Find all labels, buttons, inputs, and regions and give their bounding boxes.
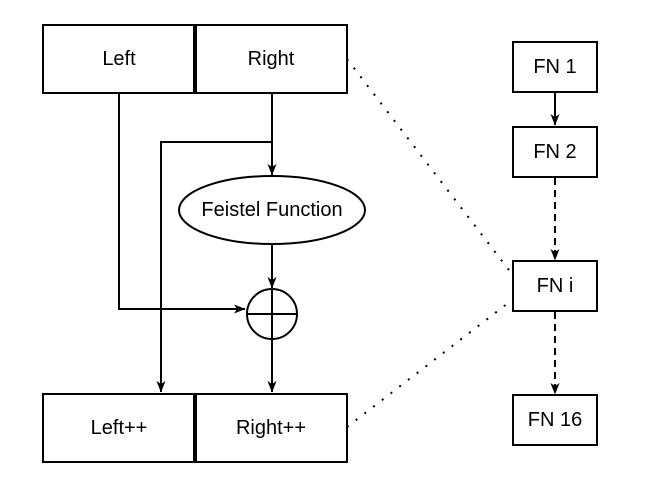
node-fn1 [512,41,598,93]
node-right-pp-label: Right++ [236,417,306,439]
register-top: Left Right [42,24,348,94]
node-fn1-label: FN 1 [533,56,576,78]
node-left-pp [42,393,196,463]
node-fn16 [512,394,598,446]
node-right-label: Right [248,48,295,70]
xor-icon [246,288,298,340]
edge-rightpp-to-fni-dotted [346,299,513,428]
fn-chain: FN 1 FN 2 FN i FN 16 [512,41,598,446]
node-right [194,24,348,94]
node-fni [512,260,598,312]
node-feistel-function: Feistel Function [178,175,366,245]
node-right-pp [194,393,348,463]
node-fn16-label: FN 16 [528,409,582,431]
node-left [42,24,196,94]
node-left-pp-label: Left++ [91,417,148,439]
node-fn2-label: FN 2 [533,141,576,163]
node-fni-label: FN i [537,275,574,297]
edge-right-to-fni-dotted [346,58,513,275]
node-fn2 [512,126,598,178]
edge-left-to-xor [118,93,246,314]
feistel-ellipse [178,175,366,245]
register-bottom: Left++ Right++ [42,393,348,463]
edge-right-to-leftpp [156,141,272,393]
feistel-label: Feistel Function [201,199,342,221]
node-left-label: Left [102,48,136,70]
